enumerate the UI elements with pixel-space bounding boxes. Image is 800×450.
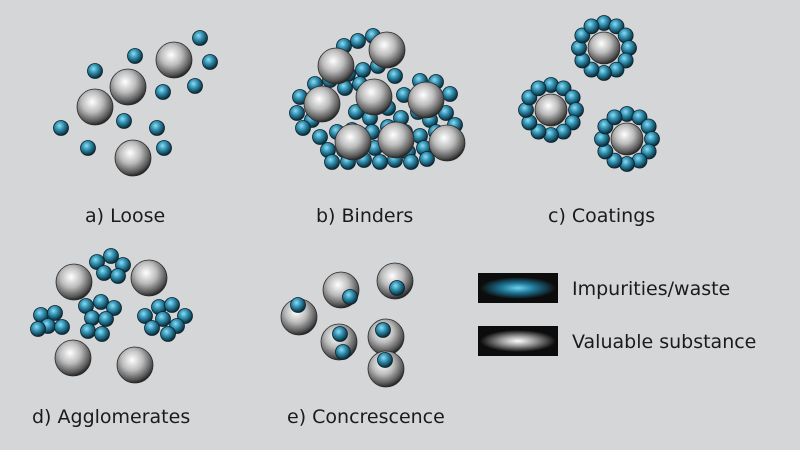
valuable-particle [368, 31, 406, 69]
impurity-particle [387, 68, 403, 84]
valuable-particle [428, 124, 466, 162]
impurity-particle [144, 320, 160, 336]
impurity-particle [106, 300, 122, 316]
valuable-particle [334, 123, 372, 161]
impurity-particle [355, 62, 371, 78]
panel-coatings: c) Coatings [518, 15, 660, 227]
impurity-particle [295, 120, 311, 136]
impurity-particle [149, 120, 165, 136]
valuable-particle [116, 346, 154, 384]
impurity-particle [530, 80, 547, 97]
impurity-particle [103, 248, 119, 264]
impurity-particle [372, 154, 388, 170]
impurity-particle [47, 305, 63, 321]
label-agglomerates: d) Agglomerates [32, 406, 190, 428]
valuable-particle [377, 121, 415, 159]
impurity-particle [98, 311, 114, 327]
impurity-particle [324, 154, 340, 170]
impurity-particle [192, 30, 208, 46]
panel-agglomerates: d) Agglomerates [30, 248, 193, 428]
impurity-particle [160, 326, 176, 342]
valuable-particle [407, 81, 445, 119]
valuable-particle [367, 350, 405, 388]
impurity-particle [94, 326, 110, 342]
valuable-particle [54, 339, 92, 377]
impurity-particle [403, 154, 419, 170]
legend-item-valuable: Valuable substance [478, 326, 756, 356]
impurity-particle [155, 84, 171, 100]
label-loose: a) Loose [85, 205, 165, 227]
valuable-particle [130, 259, 168, 297]
valuable-swatch-glow [480, 330, 556, 352]
impurity-particle [419, 151, 435, 167]
coatings-particles [518, 15, 660, 172]
impurity-particle [442, 86, 458, 102]
legend: Impurities/waste Valuable substance [478, 273, 756, 356]
impurity-particle [93, 294, 109, 310]
concrescence-particles [280, 262, 414, 388]
impurity-particle [312, 129, 328, 145]
impurity-particle [155, 311, 171, 327]
valuable-particle [317, 47, 355, 85]
impurity-particle [187, 78, 203, 94]
impurity-particle [53, 120, 69, 136]
impurity-particle [30, 321, 46, 337]
valuable-particle [155, 41, 193, 79]
impurity-particle [342, 289, 358, 305]
impurities-swatch-glow [480, 277, 556, 299]
agglomerates-particles [30, 248, 193, 384]
valuable-particle [55, 263, 93, 301]
panel-concrescence: e) Concrescence [280, 262, 445, 428]
valuable-particle [355, 78, 393, 116]
valuable-particle [587, 31, 621, 65]
loose-particles [53, 30, 218, 177]
label-coatings: c) Coatings [548, 205, 655, 227]
impurity-particle [127, 48, 143, 64]
impurity-particle [375, 322, 391, 338]
legend-label-impurities: Impurities/waste [572, 278, 730, 300]
impurity-particle [332, 326, 348, 342]
valuable-particle [109, 68, 147, 106]
impurity-particle [377, 352, 393, 368]
valuable-particle [76, 88, 114, 126]
impurity-particle [110, 268, 126, 284]
impurity-particle [389, 280, 405, 296]
impurity-particle [137, 308, 153, 324]
impurity-particle [164, 297, 180, 313]
impurity-particle [80, 140, 96, 156]
legend-item-impurities: Impurities/waste [478, 273, 730, 303]
impurity-particle [289, 105, 305, 121]
impurity-particle [290, 297, 306, 313]
label-binders: b) Binders [316, 205, 413, 227]
valuable-particle [303, 85, 341, 123]
impurity-particle [87, 63, 103, 79]
panel-binders: b) Binders [289, 28, 466, 227]
impurity-particle [335, 344, 351, 360]
impurity-particle [202, 54, 218, 70]
legend-label-valuable: Valuable substance [572, 331, 756, 353]
impurity-particle [583, 18, 600, 35]
impurity-particle [116, 113, 132, 129]
valuable-particle [610, 122, 644, 156]
binders-particles [289, 28, 466, 170]
panel-loose: a) Loose [53, 30, 218, 227]
label-concrescence: e) Concrescence [287, 406, 445, 428]
valuable-particle [114, 139, 152, 177]
impurity-particle [54, 319, 70, 335]
impurity-particle [156, 140, 172, 156]
impurity-particle [80, 323, 96, 339]
impurity-particle [606, 109, 623, 126]
impurity-particle [96, 265, 112, 281]
impurity-particle [350, 33, 366, 49]
valuable-particle [534, 93, 568, 127]
